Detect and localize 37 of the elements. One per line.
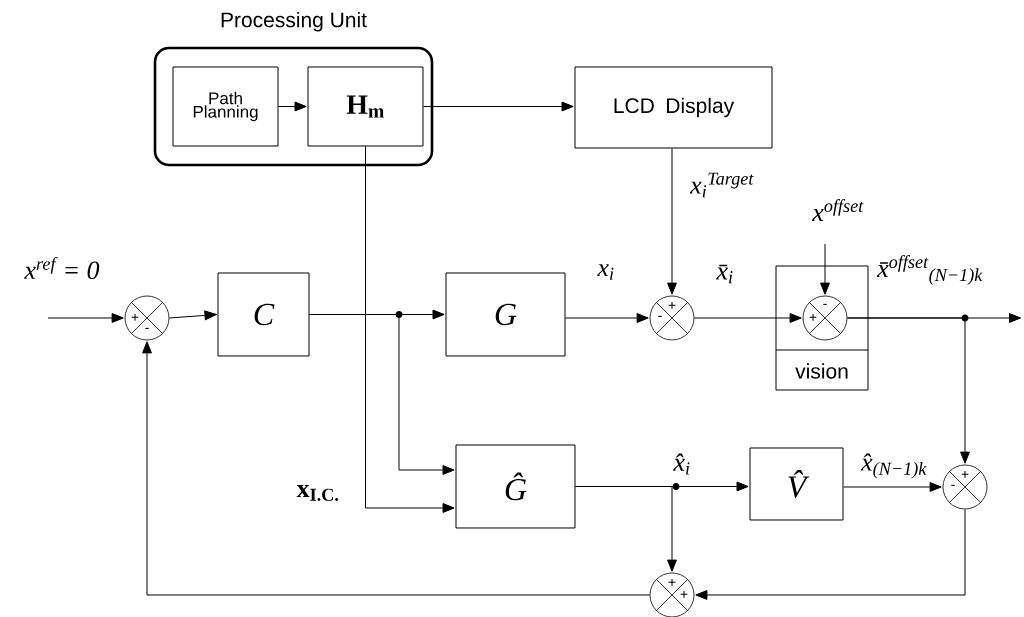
block-box: G bbox=[445, 272, 566, 357]
arrow bbox=[168, 310, 217, 321]
arrow bbox=[667, 148, 677, 295]
signal-label: x$^{ref}$ = 0 bbox=[23, 255, 101, 281]
summing-junction: + - bbox=[942, 464, 988, 510]
arrow bbox=[423, 101, 574, 112]
arrow bbox=[843, 482, 942, 492]
arrow bbox=[309, 314, 455, 475]
signal-label: x̂$_{i}$ bbox=[672, 452, 692, 476]
arrow bbox=[142, 341, 651, 596]
block-box: Path Planning bbox=[172, 66, 279, 147]
block-box: C bbox=[217, 272, 310, 357]
block-box: LCD Display bbox=[574, 66, 773, 149]
arrow bbox=[365, 146, 455, 513]
node-label: Processing Unit bbox=[221, 11, 367, 32]
summing-junction: + - bbox=[649, 295, 695, 341]
signal-label: x$_{I.C.}$ bbox=[295, 484, 341, 502]
signal-label: x̄$^{offset}$(N−1)k bbox=[876, 254, 984, 286]
arrow bbox=[695, 508, 966, 600]
arrow bbox=[820, 243, 830, 295]
block-box: Ĝ bbox=[455, 444, 576, 529]
arrow bbox=[47, 313, 124, 323]
arrow bbox=[846, 317, 970, 464]
summing-junction: - + bbox=[802, 295, 848, 341]
signal-label: x̂$_{(N−1)k}$ bbox=[860, 452, 928, 480]
signal-label: x̄$_{i}$ bbox=[715, 263, 735, 285]
block-box: V̂ bbox=[749, 447, 844, 521]
summing-junction: + + bbox=[649, 572, 695, 617]
signal-label: x$_{i}$ bbox=[596, 263, 616, 281]
arrow bbox=[278, 101, 307, 112]
arrow bbox=[693, 313, 802, 323]
arrow bbox=[575, 486, 677, 572]
block-box: H$_{m}$ bbox=[307, 66, 424, 147]
signal-label: x$^{offset}$ bbox=[811, 198, 865, 222]
signal-label: x$_{i}$Target bbox=[689, 171, 755, 199]
summing-junction: + - bbox=[124, 295, 170, 341]
arrow bbox=[565, 313, 649, 323]
